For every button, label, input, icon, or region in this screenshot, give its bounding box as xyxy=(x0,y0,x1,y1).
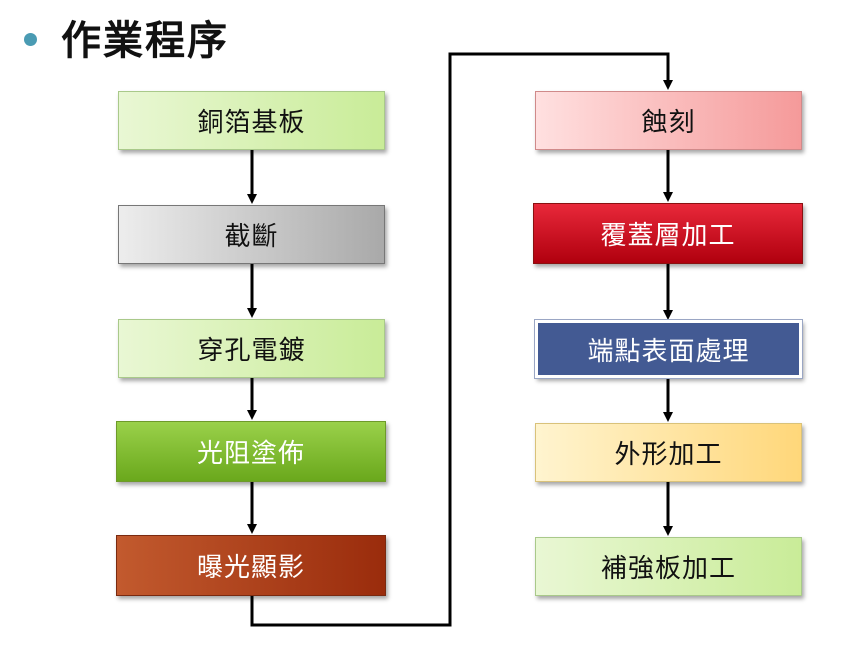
step-coverlay-processing: 覆蓋層加工 xyxy=(533,203,803,264)
page-title: 作業程序 xyxy=(61,18,229,64)
arrow-connector xyxy=(250,52,673,627)
step-photoresist-coating: 光阻塗佈 xyxy=(116,421,386,482)
step-exposure-development: 曝光顯影 xyxy=(116,535,386,596)
step-cutting: 截斷 xyxy=(118,205,385,264)
step-outline-processing: 外形加工 xyxy=(535,423,802,482)
step-etching: 蝕刻 xyxy=(535,91,802,150)
step-drilling-plating: 穿孔電鍍 xyxy=(118,319,385,378)
step-surface-finish: 端點表面處理 xyxy=(534,319,803,379)
step-stiffener-processing: 補強板加工 xyxy=(535,537,802,596)
title-area: 作業程序 xyxy=(24,12,229,64)
bullet-icon xyxy=(24,32,37,46)
step-copper-clad-laminate: 銅箔基板 xyxy=(118,91,385,150)
